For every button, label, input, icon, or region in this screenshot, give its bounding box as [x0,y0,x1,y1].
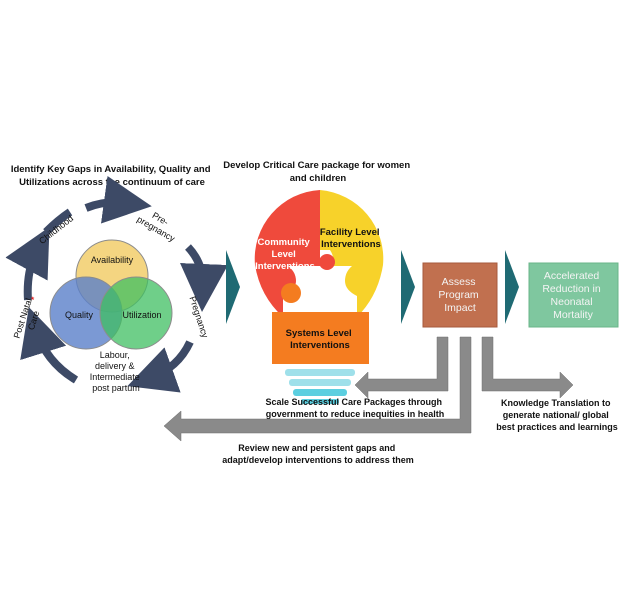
cycle-arrow-bottom [127,340,194,393]
outcome-label: Accelerated Reduction in Neonatal Mortal… [542,270,603,321]
bulb-piece-systems-tab [281,283,301,303]
bulb-base-ring [301,399,339,404]
pre-pregnancy-label: Pre- pregnancy [135,205,182,244]
labour-label: Labour, delivery & Intermediate post par… [90,350,143,393]
community-level-label: Community Level Interventions [255,237,315,272]
post-natal-star-mark: * [29,295,39,302]
bulb-base-ring [289,379,351,386]
bulb-base-ring [293,389,347,396]
cycle-arrow-right [180,244,228,312]
venn-diagram: Availability Quality Utilization [49,239,173,350]
bulb-base-ring [285,369,355,376]
bulb-piece-community [254,190,320,317]
assess-program-impact-box [422,262,498,328]
utilization-label: Utilization [122,310,161,320]
gaps-heading: Identify Key Gaps in Availability, Quali… [11,164,213,188]
facility-level-label: Facility Level Interventions [320,227,382,250]
chevron-right-icon [401,250,415,324]
bulb-piece-systems [272,312,369,364]
pregnancy-label: Pregnancy [187,295,210,339]
bulb-piece-facility [320,190,384,317]
cycle-arrow-upper-left [5,226,50,301]
availability-label: Availability [91,255,134,265]
package-heading: Develop Critical Care package for women … [223,160,413,184]
chevron-right-icon [226,250,240,324]
assess-program-impact-label: Assess Program Impact [438,276,481,314]
bulb-icon [254,190,384,404]
systems-level-label: Systems Level Interventions [286,328,355,351]
outcome-box [528,262,619,328]
knowledge-arrow [481,336,574,399]
continuum-cycle [5,175,228,393]
scale-caption: Scale Successful Care Packages through g… [265,397,444,419]
review-arrow [163,336,472,442]
cycle-arrow-top [84,175,152,224]
bulb-piece-community-tab [319,254,335,270]
chevron-right-icon [505,250,519,324]
scale-arrow [354,336,449,399]
venn-utilization [99,276,173,350]
review-caption: Review new and persistent gaps and adapt… [222,443,414,465]
cycle-arrow-left [20,307,79,384]
quality-label: Quality [65,310,94,320]
knowledge-caption: Knowledge Translation to generate nation… [496,398,618,432]
